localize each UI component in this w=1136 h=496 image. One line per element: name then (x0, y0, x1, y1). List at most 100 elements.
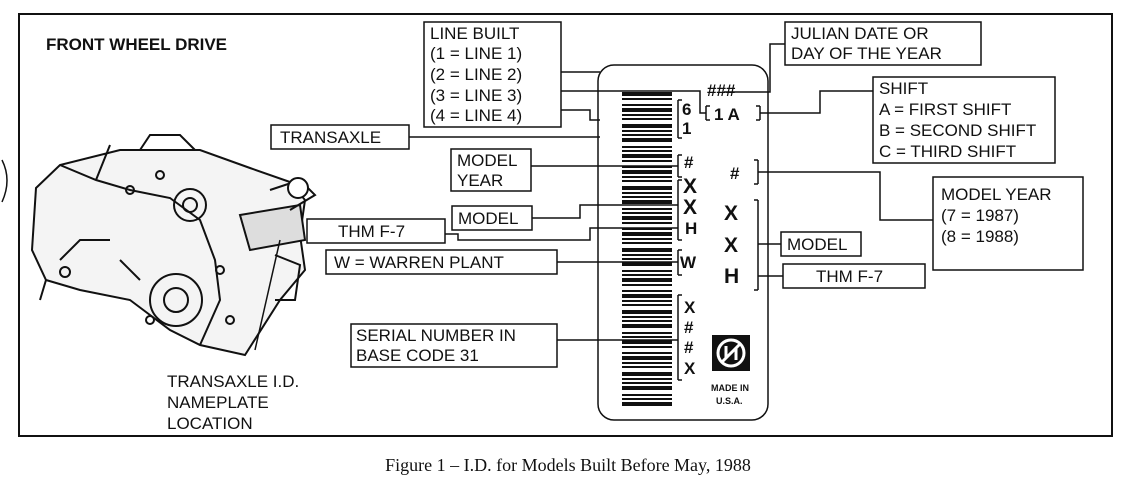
barcode-bar (622, 332, 672, 334)
julian-code: ### (707, 81, 736, 100)
barcode-bar (622, 130, 672, 132)
barcode-bar (622, 222, 672, 224)
barcode-bar (622, 284, 672, 286)
barcode-bar (622, 336, 672, 338)
thm-left-text: THM F-7 (338, 222, 405, 241)
model-right-text: MODEL (787, 235, 847, 254)
serial-code-2: # (684, 318, 694, 337)
barcode-bar (622, 378, 672, 380)
transaxle-code-2: 1 (682, 119, 691, 138)
plant-code: W (680, 253, 697, 272)
model-left-text: MODEL (458, 209, 518, 228)
barcode-bar (622, 394, 672, 396)
barcode-bar (622, 228, 672, 230)
barcode-bar (622, 192, 672, 194)
diagram-title: FRONT WHEEL DRIVE (46, 35, 227, 54)
barcode-bar (622, 208, 672, 210)
julian-line-1: JULIAN DATE OR (791, 24, 929, 43)
line-built-4: (4 = LINE 4) (430, 106, 522, 125)
serial-code-3: # (684, 338, 694, 357)
barcode-bar (622, 300, 672, 302)
callout-shift: SHIFT A = FIRST SHIFT B = SECOND SHIFT C… (872, 76, 1056, 164)
model-code-left-3: H (685, 219, 697, 238)
callout-transaxle: TRANSAXLE (270, 124, 410, 150)
serial-code-4: X (684, 359, 696, 378)
shift-a: A = FIRST SHIFT (879, 100, 1011, 119)
manufacturer-logo (712, 335, 750, 371)
barcode-bar (622, 176, 672, 178)
serial-line-1: SERIAL NUMBER IN (356, 326, 516, 345)
barcode-bar (622, 270, 672, 272)
barcode-bar (622, 238, 672, 240)
barcode-bar (622, 104, 672, 106)
barcode-bar (622, 154, 672, 158)
barcode-bar (622, 150, 672, 152)
line-built-3: (3 = LINE 3) (430, 86, 522, 105)
barcode-bar (622, 92, 672, 96)
callout-line-built: LINE BUILT (1 = LINE 1) (2 = LINE 2) (3 … (423, 21, 562, 128)
transaxle-text: TRANSAXLE (280, 128, 381, 147)
line-built-1: (1 = LINE 1) (430, 44, 522, 63)
made-in-label: MADE IN (711, 383, 749, 393)
thm-right-text: THM F-7 (816, 267, 883, 286)
transaxle-illustration (30, 134, 317, 357)
barcode-bar (622, 386, 672, 390)
barcode-bar (622, 138, 672, 142)
model-year-right-2: (8 = 1988) (941, 227, 1019, 246)
barcode-bar (622, 232, 672, 236)
edge-mark (1, 159, 8, 203)
barcode-bar (622, 98, 672, 100)
barcode-bar (622, 180, 672, 182)
barcode-bar (622, 124, 672, 128)
barcode-bar (622, 134, 672, 136)
callout-julian-date: JULIAN DATE OR DAY OF THE YEAR (784, 21, 982, 66)
barcode-bar (622, 294, 672, 298)
location-line-1: TRANSAXLE I.D. (167, 372, 299, 391)
serial-line-2: BASE CODE 31 (356, 346, 479, 365)
callout-model-right: MODEL (780, 231, 862, 257)
barcode-bar (622, 196, 672, 198)
julian-line-2: DAY OF THE YEAR (791, 44, 942, 63)
barcode-bar (622, 216, 672, 220)
barcode-bar (622, 146, 672, 148)
barcode-bar (622, 316, 672, 318)
barcode-bar (622, 242, 672, 244)
barcode-bar (622, 166, 672, 168)
callout-serial: SERIAL NUMBER IN BASE CODE 31 (350, 323, 558, 368)
figure-caption: Figure 1 – I.D. for Models Built Before … (385, 455, 751, 475)
barcode-bar (622, 372, 672, 376)
barcode-bar (622, 382, 672, 384)
nameplate-location-label: TRANSAXLE I.D. NAMEPLATE LOCATION (167, 372, 299, 433)
shift-b: B = SECOND SHIFT (879, 121, 1036, 140)
warren-text: W = WARREN PLANT (334, 253, 504, 272)
shift-c: C = THIRD SHIFT (879, 142, 1016, 161)
barcode-bar (622, 186, 672, 190)
line-shift-code: 1 A (714, 105, 740, 124)
model-year-left-1: MODEL (457, 151, 517, 170)
barcode (622, 92, 672, 406)
year-code: # (684, 153, 694, 172)
serial-code-1: X (684, 298, 696, 317)
line-built-title: LINE BUILT (430, 24, 519, 43)
model-code-right-2: X (724, 234, 738, 257)
barcode-bar (622, 160, 672, 162)
model-year-left-2: YEAR (457, 171, 503, 190)
model-year-right-title: MODEL YEAR (941, 185, 1052, 204)
barcode-bar (622, 362, 672, 364)
barcode-bar (622, 356, 672, 360)
barcode-bar (622, 402, 672, 406)
transaxle-code-1: 6 (682, 100, 691, 119)
barcode-bar (622, 324, 672, 328)
barcode-bar (622, 346, 672, 348)
callout-model-left: MODEL (451, 205, 533, 231)
barcode-bar (622, 200, 672, 204)
callout-thm-right: THM F-7 (782, 263, 926, 289)
right-year-code: # (730, 164, 740, 183)
location-line-2: NAMEPLATE (167, 393, 269, 412)
callout-model-year-left: MODEL YEAR (450, 148, 532, 192)
barcode-bar (622, 212, 672, 214)
location-line-3: LOCATION (167, 414, 253, 433)
barcode-bar (622, 118, 672, 120)
barcode-bar (622, 366, 672, 368)
